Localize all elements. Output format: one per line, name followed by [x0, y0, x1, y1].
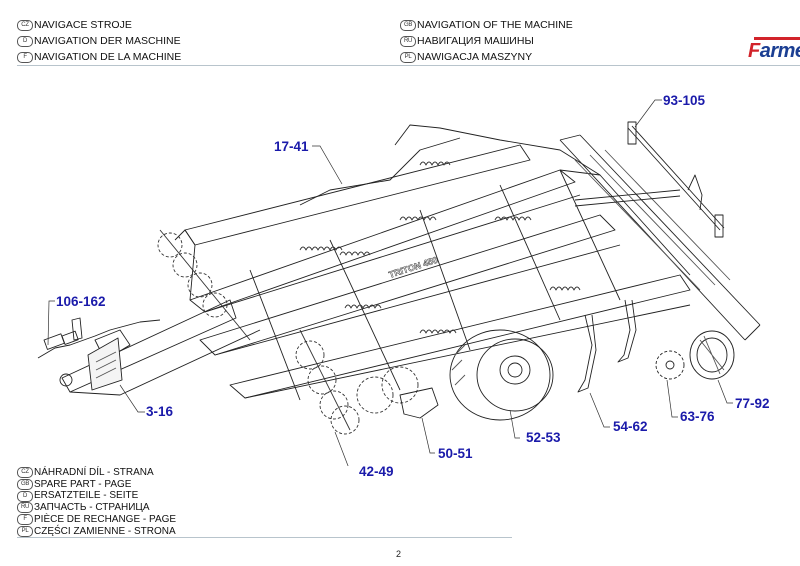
- hydraulic-couplings: [37, 317, 161, 359]
- header-divider: [17, 65, 800, 66]
- lang-badge-f: F: [17, 51, 33, 63]
- lang-badge-cz: CZ: [17, 19, 33, 31]
- callout-77-92[interactable]: 77-92: [735, 396, 770, 411]
- spring-assemblies: [299, 161, 581, 334]
- leader-77-92: [717, 379, 733, 404]
- callout-63-76[interactable]: 63-76: [680, 409, 715, 424]
- packer-roller: [559, 134, 761, 380]
- footer-text-d: ERSATZTEILE - SEITE: [34, 490, 139, 502]
- header-title-pl: NAWIGACJA MASZYNY: [417, 51, 533, 63]
- lang-badge-pl: PL: [400, 51, 416, 63]
- callout-50-51[interactable]: 50-51: [438, 446, 473, 461]
- lang-badge-cz: CZ: [17, 467, 33, 479]
- header-title-gb: NAVIGATION OF THE MACHINE: [417, 19, 573, 31]
- lang-badge-ru: RU: [400, 35, 416, 47]
- leader-3-16: [119, 384, 145, 413]
- harrow-bar: [574, 121, 725, 238]
- callout-3-16[interactable]: 3-16: [146, 404, 174, 419]
- leader-106-162: [47, 300, 55, 346]
- leader-54-62: [589, 392, 610, 428]
- disc-gangs: [157, 229, 419, 435]
- lang-badge-pl: PL: [17, 525, 33, 537]
- callout-54-62[interactable]: 54-62: [613, 419, 648, 434]
- lang-badge-ru: RU: [17, 502, 33, 514]
- lang-badge-d: D: [17, 35, 33, 47]
- logo-text: Farmet: [748, 40, 800, 62]
- main-frame: [174, 124, 691, 401]
- drawbar: [59, 299, 261, 396]
- footer-text-ru: ЗАПЧАСТЬ - СТРАНИЦА: [34, 502, 150, 514]
- leader-63-76: [666, 379, 678, 418]
- callout-106-162[interactable]: 106-162: [56, 294, 106, 309]
- lang-badge-d: D: [17, 490, 33, 502]
- footer-text-gb: SPARE PART - PAGE: [34, 478, 132, 490]
- machine-drawing: TRITON 450: [37, 99, 761, 466]
- footer-divider: [17, 537, 512, 538]
- footer-text-cz: NÁHRADNÍ DÍL - STRANA: [34, 467, 154, 478]
- logo-first-letter: F: [748, 40, 760, 62]
- footer-text-f: PIÈCE DE RECHANGE - PAGE: [34, 513, 177, 525]
- callout-17-41[interactable]: 17-41: [274, 139, 309, 154]
- callout-52-53[interactable]: 52-53: [526, 430, 561, 445]
- callout-93-105[interactable]: 93-105: [663, 93, 706, 108]
- callout-42-49[interactable]: 42-49: [359, 464, 394, 479]
- leader-93-105: [634, 99, 662, 128]
- lang-badge-gb: GB: [17, 479, 33, 491]
- logo-rest: armet: [759, 40, 800, 62]
- side-shield: [399, 387, 439, 419]
- header-title-ru: НАВИГАЦИЯ МАШИНЫ: [417, 35, 534, 47]
- logo-bar: [754, 37, 800, 40]
- leader-lines: [47, 99, 733, 466]
- transport-wheel: [449, 329, 554, 421]
- cultivator-tines: [577, 299, 637, 393]
- leader-42-49: [334, 431, 349, 466]
- header-title-d: NAVIGATION DER MASCHINE: [34, 35, 181, 47]
- header-title-f: NAVIGATION DE LA MACHINE: [34, 51, 182, 63]
- leader-17-41: [312, 145, 343, 185]
- lang-badge-f: F: [17, 514, 33, 526]
- levelling-disc: [655, 350, 685, 380]
- footer-text-pl: CZĘŚCI ZAMIENNE - STRONA: [34, 525, 176, 537]
- leader-52-53: [509, 409, 520, 439]
- leader-50-51: [421, 417, 435, 454]
- lang-badge-gb: GB: [400, 19, 416, 31]
- page-number: 2: [396, 549, 402, 559]
- farmet-logo: Farmet: [748, 37, 800, 63]
- header-title-cz: NAVIGACE STROJE: [34, 19, 132, 31]
